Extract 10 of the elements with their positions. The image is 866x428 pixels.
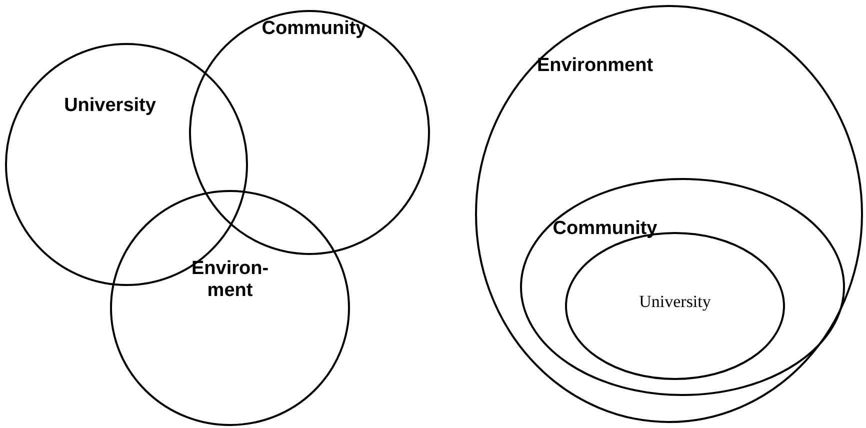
region-label: Environ- ment bbox=[190, 258, 270, 302]
region-label: University bbox=[638, 292, 712, 312]
region-label: Environment bbox=[536, 55, 654, 77]
ellipse-shape bbox=[110, 190, 350, 426]
region-label: Community bbox=[260, 18, 368, 40]
region-label: Community bbox=[552, 218, 658, 240]
ellipse-shape bbox=[520, 178, 845, 396]
ellipse-shape bbox=[189, 10, 430, 255]
ellipse-shape bbox=[475, 5, 863, 423]
region-label: University bbox=[63, 95, 157, 117]
